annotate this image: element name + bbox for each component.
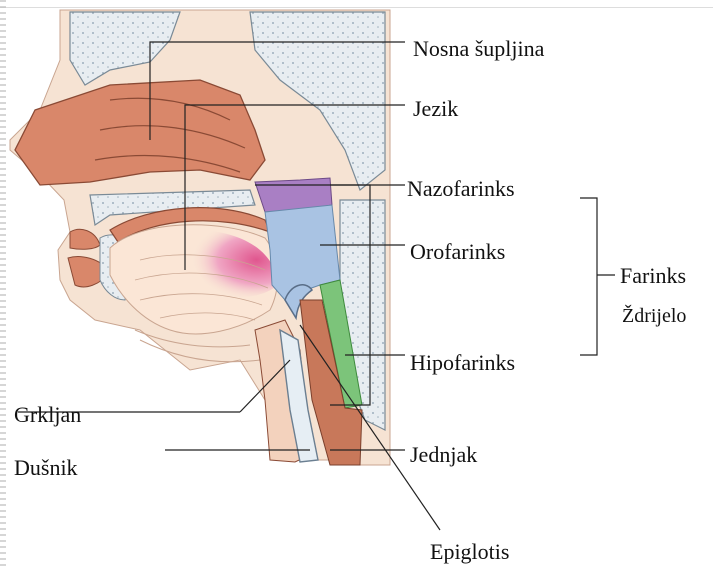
- label-nosna-supljina: Nosna šupljina: [413, 36, 545, 61]
- label-grkljan: Grkljan: [14, 402, 81, 427]
- label-nazofarinks: Nazofarinks: [407, 176, 515, 201]
- label-hipofarinks: Hipofarinks: [410, 350, 515, 375]
- label-dusnik: Dušnik: [14, 455, 78, 480]
- label-farinks: Farinks: [620, 263, 686, 288]
- label-epiglotis: Epiglotis: [430, 539, 509, 564]
- label-zdrijelo: Ždrijelo: [622, 304, 686, 327]
- label-jednjak: Jednjak: [410, 442, 477, 467]
- label-orofarinks: Orofarinks: [410, 239, 505, 264]
- label-jezik: Jezik: [413, 96, 458, 121]
